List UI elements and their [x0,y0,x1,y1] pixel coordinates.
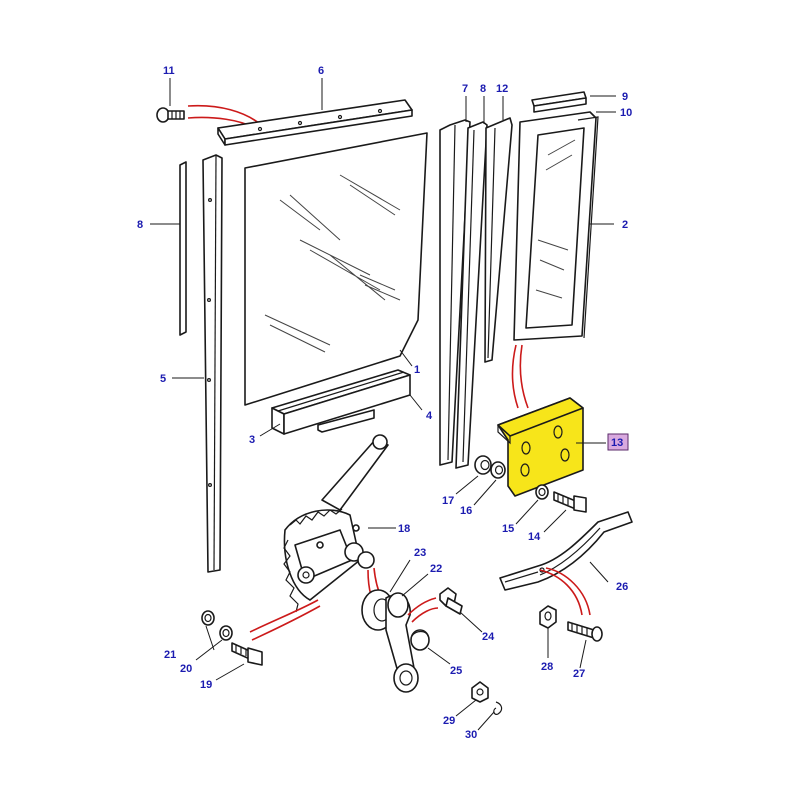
label-2: 2 [622,219,628,231]
part-8-right-channel [455,121,488,469]
label-7: 7 [462,83,468,95]
part-6-top-channel [217,99,413,146]
part-7-channel [439,119,471,466]
label-28: 28 [541,661,553,673]
part-2-frame [513,111,599,341]
label-8-right: 8 [480,83,486,95]
red-assembly-line [511,344,519,409]
label-20: 20 [180,663,192,675]
label-5: 5 [160,373,166,385]
label-26: 26 [616,581,628,593]
label-6: 6 [318,65,324,77]
part-18-regulator [283,434,389,613]
red-assembly-line [249,599,319,633]
red-assembly-line [407,597,437,616]
label-10: 10 [620,107,632,119]
label-25: 25 [450,665,462,677]
part-13-bracket-highlighted [497,397,584,497]
label-11: 11 [163,65,175,77]
red-assembly-line [411,607,439,623]
label-29: 29 [443,715,455,727]
red-assembly-line [545,567,591,616]
part-14-bolt [553,491,587,513]
part-17-nut [474,455,492,475]
label-1: 1 [414,364,420,376]
label-16: 16 [460,505,472,517]
label-18: 18 [398,523,410,535]
part-24-screw [439,587,463,615]
label-22: 22 [430,563,442,575]
part-15-washer [535,484,549,500]
part-19-bolt [231,642,263,666]
part-16-washer [490,461,506,479]
label-21: 21 [164,649,176,661]
part-22-winder-handle [385,592,419,693]
part-8-left-strip [179,161,187,336]
label-8-left: 8 [137,219,143,231]
label-13: 13 [611,437,623,449]
part-27-screw [567,621,603,642]
label-27: 27 [573,668,585,680]
label-14: 14 [528,531,541,543]
part-28-nut [539,605,557,629]
label-17: 17 [442,495,454,507]
red-assembly-line [251,605,321,641]
part-11-screw [156,107,185,123]
part-26-handle [499,511,633,591]
part-5-vertical-channel [202,154,223,573]
red-assembly-line [539,569,583,616]
red-assembly-line [187,104,261,125]
leader-lines [150,78,616,731]
part-labels: 11 6 7 8 12 9 10 8 2 5 1 4 3 13 17 16 15… [137,65,632,741]
part-21-washer [201,610,215,626]
label-4: 4 [426,410,433,422]
part-3-lower-channel [271,369,411,435]
label-9: 9 [622,91,628,103]
part-29-nut [471,681,489,703]
part-12-channel [484,117,513,363]
part-25-cap [410,629,430,651]
label-12: 12 [496,83,508,95]
part-20-washer [219,625,233,641]
label-23: 23 [414,547,426,559]
red-assembly-line [519,344,529,409]
label-15: 15 [502,523,514,535]
part-13-label-box [607,433,629,451]
label-24: 24 [482,631,495,643]
label-19: 19 [200,679,212,691]
part-30-clip [493,701,503,715]
part-9-top-piece [531,91,587,113]
part-1-glass [244,132,428,406]
label-30: 30 [465,729,477,741]
label-3: 3 [249,434,255,446]
